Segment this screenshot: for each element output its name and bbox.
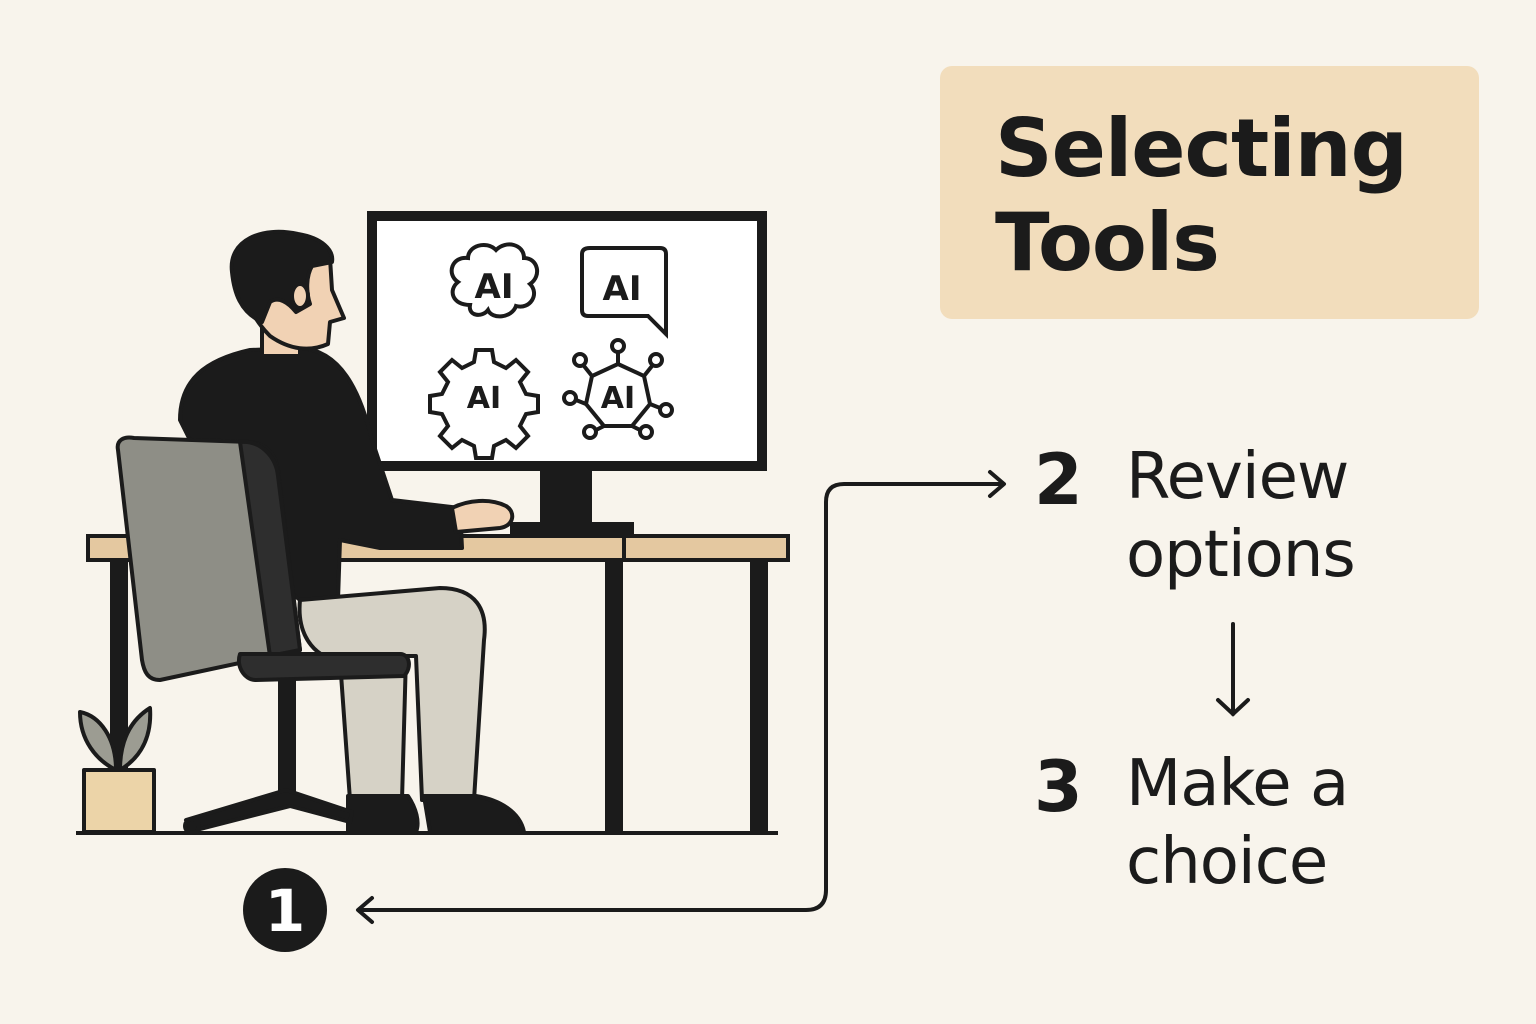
step-3-line-2: choice (1126, 825, 1328, 899)
icon-label: AI (475, 267, 514, 307)
icon-label: AI (603, 269, 642, 309)
title-line-1: Selecting (995, 102, 1408, 195)
monitor (367, 211, 767, 536)
flow-arrow-2-to-3 (1216, 622, 1250, 717)
step-2-line-1: Review (1126, 440, 1349, 514)
step-1-badge: 1 (243, 868, 327, 952)
network-icon: AI (562, 338, 674, 440)
icon-label: AI (601, 381, 635, 416)
step-3-text: Make a choice (1126, 745, 1349, 901)
potted-plant (78, 706, 156, 834)
flow-arrow-1-to-2 (356, 470, 1006, 924)
step-2-number: 2 (1034, 439, 1083, 521)
step-1-number: 1 (265, 877, 305, 945)
title-box: Selecting Tools (940, 66, 1479, 319)
step-2-text: Review options (1126, 438, 1356, 594)
brain-icon: AI (449, 242, 540, 319)
step-3-line-1: Make a (1126, 747, 1349, 821)
step-2-line-2: options (1126, 518, 1356, 592)
speech-bubble-icon: AI (580, 246, 668, 339)
icon-label: AI (467, 381, 501, 416)
title-line-2: Tools (995, 196, 1220, 289)
chair (115, 435, 411, 835)
gear-icon: AI (428, 348, 540, 460)
step-3-number: 3 (1034, 746, 1083, 828)
